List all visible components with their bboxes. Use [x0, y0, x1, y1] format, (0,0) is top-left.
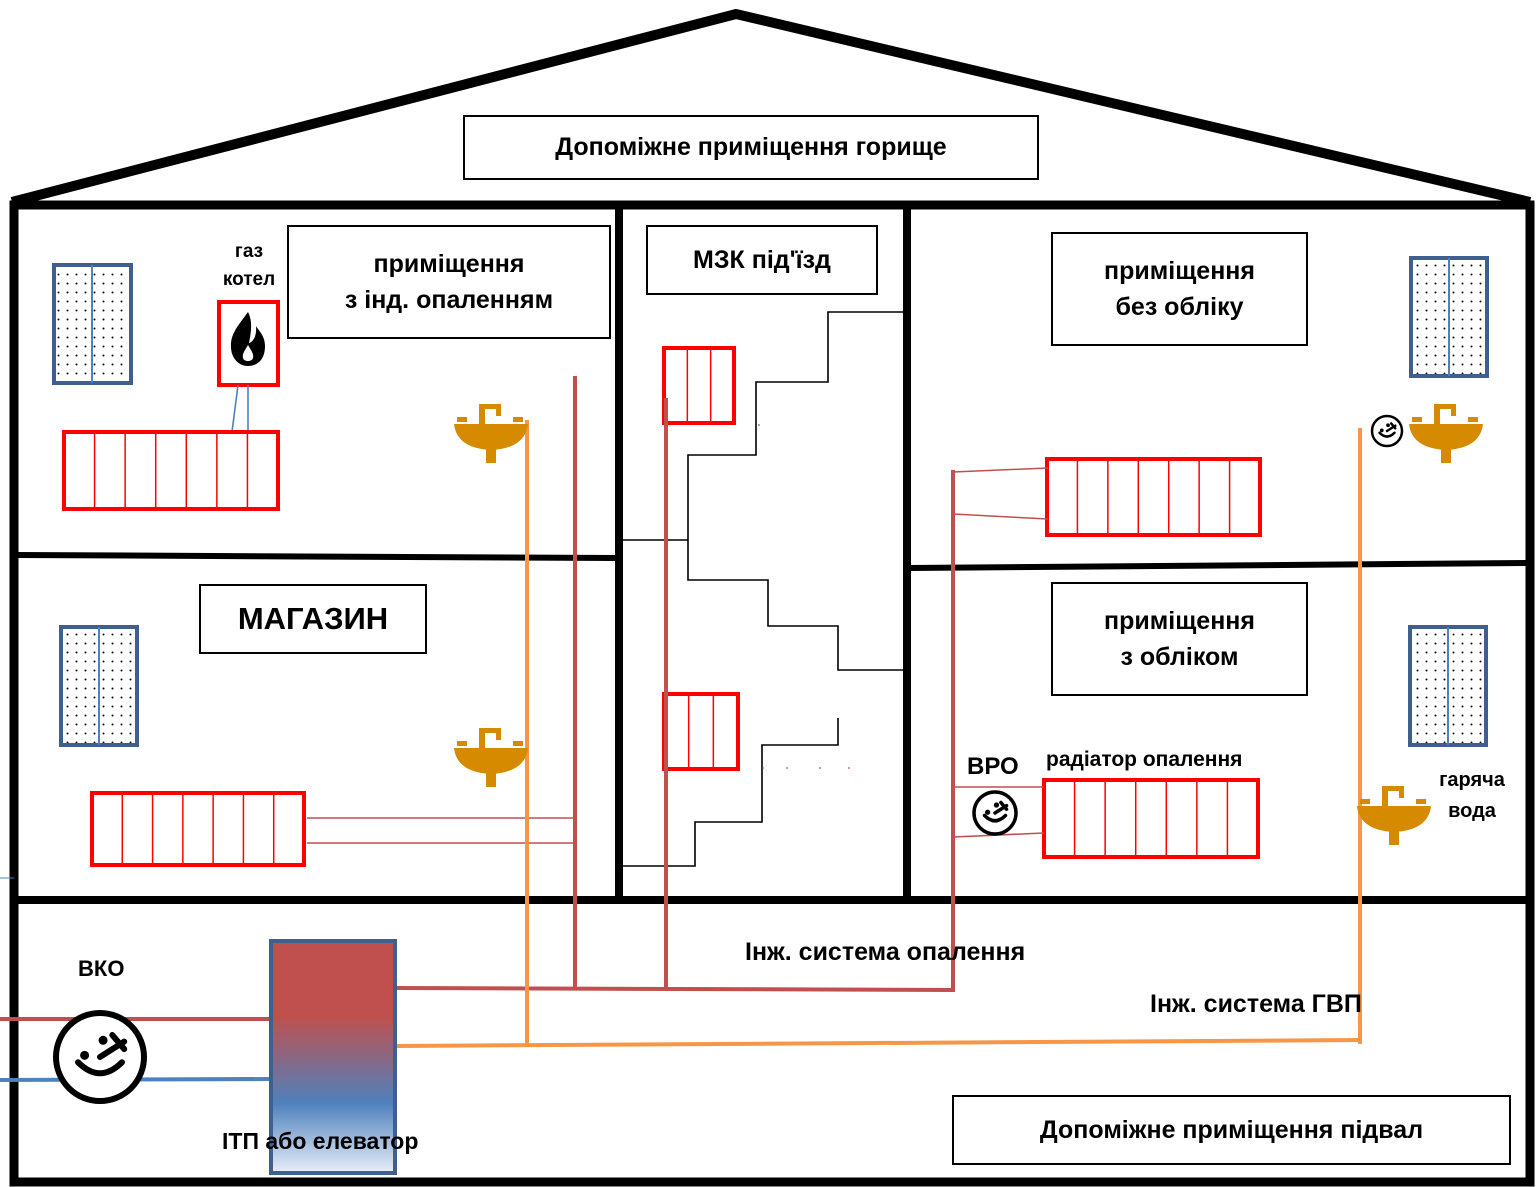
radiator-icon: [1042, 778, 1260, 859]
hot-water-pipes: [396, 420, 1363, 1048]
gas-flame-icon: [230, 312, 265, 366]
gas-line2: котел: [222, 268, 276, 290]
meter-icon: [972, 790, 1018, 836]
radiator-icon: [662, 346, 736, 425]
sink-icon: [454, 404, 528, 463]
hot-water-line1: гаряча: [1439, 769, 1505, 791]
ind-heating-line1: приміщення: [373, 249, 525, 278]
shop-label: МАГАЗИН: [199, 584, 427, 654]
radiator-label: радіатор опалення: [1046, 748, 1243, 771]
radiator-icon: [90, 791, 306, 867]
vko-label: ВКО: [78, 956, 125, 981]
stairwell-label: МЗК під'їзд: [646, 225, 878, 295]
stairwell-label-text: МЗК під'їзд: [693, 245, 831, 274]
vro-label: ВРО: [967, 753, 1019, 780]
with-meter-line1: приміщення: [1104, 606, 1255, 635]
stairs-lower: [622, 718, 839, 867]
no-meter-line2: без обліку: [1115, 293, 1244, 321]
sink-icon: [454, 728, 528, 787]
gas-boiler-label: газ котел: [212, 238, 286, 293]
floor-right: [908, 560, 1529, 571]
meter-icon: [1370, 414, 1404, 448]
roof: [10, 8, 1532, 207]
window-icon: [59, 625, 139, 747]
sink-icon: [1357, 786, 1431, 845]
boiler-pipe: [231, 384, 239, 433]
ind-heating-line2: з інд. опаленням: [344, 286, 554, 314]
stairs-upper: [687, 311, 907, 671]
dhw-system-label: Інж. система ГВП: [1150, 990, 1362, 1018]
gas-line1: газ: [234, 241, 264, 262]
radiator-icon: [1045, 457, 1262, 537]
stair-dots: [758, 424, 850, 769]
radiator-icon: [662, 692, 740, 771]
heating-pipes: [0, 376, 1049, 1021]
window-icon: [52, 263, 133, 385]
no-meter-line1: приміщення: [1104, 256, 1255, 285]
heat-exchanger-icon: [269, 939, 397, 1175]
basement-label-text: Допоміжне приміщення підвал: [1039, 1115, 1424, 1144]
window-icon: [1408, 625, 1488, 747]
with-meter-line2: з обліком: [1120, 643, 1239, 671]
hot-water-label: гаряча вода: [1424, 765, 1520, 827]
hot-water-line2: вода: [1448, 800, 1496, 822]
shop-label-text: МАГАЗИН: [237, 600, 389, 636]
building-outline: [9, 200, 1535, 1187]
floor-left: [15, 552, 618, 561]
sinks: [454, 404, 1483, 845]
meters: [53, 414, 1404, 1104]
window-icon: [1409, 256, 1489, 378]
attic-label-text: Допоміжне приміщення горище: [555, 133, 947, 162]
heating-system-label: Інж. система опалення: [745, 938, 1026, 966]
radiator-icon: [62, 430, 280, 511]
ind-heating-room-label: приміщення з інд. опаленням: [287, 225, 611, 339]
meter-icon: [53, 1010, 147, 1104]
radiators: [62, 346, 1262, 867]
basement-label: Допоміжне приміщення підвал: [952, 1095, 1511, 1165]
no-meter-room-label: приміщення без обліку: [1051, 232, 1308, 346]
itp-label: ІТП або елеватор: [222, 1128, 419, 1154]
sink-icon: [1409, 404, 1483, 463]
with-meter-room-label: приміщення з обліком: [1051, 582, 1308, 696]
attic-label: Допоміжне приміщення горище: [463, 115, 1039, 180]
